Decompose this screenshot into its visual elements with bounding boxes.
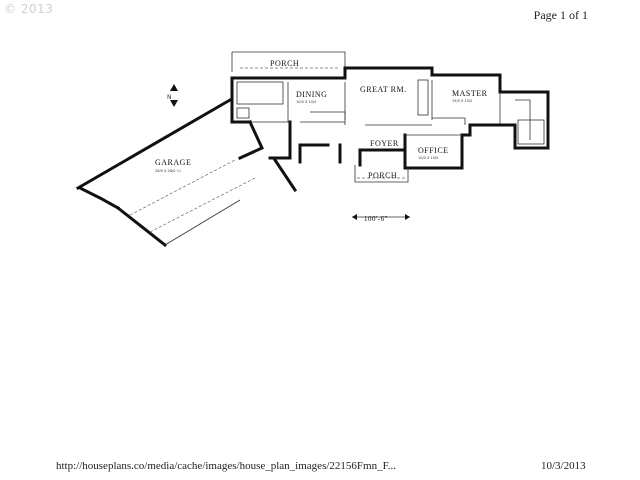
room-label-dining: DINING [296, 90, 327, 99]
room-label-garage: GARAGE [155, 158, 191, 167]
room-label-master: MASTER [452, 89, 488, 98]
overall-dimension-line [352, 214, 410, 220]
source-url: http://houseplans.co/media/cache/images/… [56, 460, 397, 472]
garage-walls [75, 97, 298, 248]
north-arrow-icon: N [167, 84, 178, 107]
dim-master: 15/0 X 15/0 [452, 99, 472, 103]
copyright-watermark: © 2013 [4, 2, 54, 16]
page-number: Page 1 of 1 [533, 8, 588, 22]
dim-dining: 10/0 X 10/0 [296, 100, 316, 104]
svg-text:N: N [167, 94, 172, 101]
room-label-porch-front: PORCH [368, 171, 397, 180]
rear-porch [231, 51, 346, 72]
room-label-great-rm: GREAT RM. [360, 85, 407, 94]
room-label-foyer: FOYER [370, 139, 399, 148]
dim-office: 10/0 X 10/0 [418, 156, 438, 160]
room-label-porch-rear: PORCH [270, 59, 299, 68]
overall-width-label: 100'-6" [364, 215, 388, 223]
house-walls [230, 66, 550, 170]
dim-garage: 28/0 X 28/0 +/- [155, 169, 183, 173]
room-label-office: OFFICE [418, 146, 449, 155]
front-porch [354, 165, 409, 183]
print-date: 10/3/2013 [541, 460, 586, 472]
